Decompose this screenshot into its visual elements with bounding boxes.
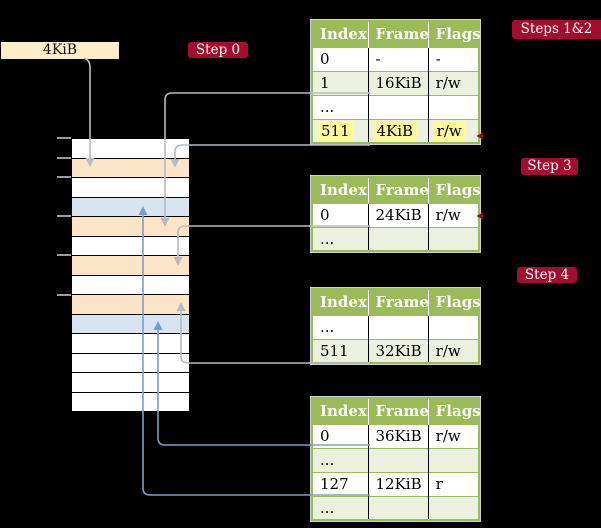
page-table-2: Index Frame Flags 0 24KiB r/w ...	[311, 176, 481, 252]
memory-tick	[57, 137, 71, 139]
memory-column	[71, 138, 190, 412]
badge-step-4: Step 4	[517, 267, 577, 283]
table-row: ...	[312, 447, 479, 472]
col-header-frame: Frame	[368, 21, 429, 47]
col-header-frame: Frame	[368, 289, 429, 315]
memory-tick	[57, 254, 71, 257]
memory-frame-row	[72, 235, 189, 255]
memory-frame-row	[72, 313, 189, 333]
table-row: 0 - -	[312, 46, 479, 71]
memory-frame-row	[72, 274, 189, 294]
col-header-index: Index	[312, 398, 369, 424]
connector-t1-row511-to-frame-4kib	[174, 144, 370, 159]
table-row-highlighted: 511 4KiB r/w	[312, 118, 479, 143]
table-row: ...	[312, 226, 479, 251]
memory-tick	[57, 215, 71, 218]
col-header-frame: Frame	[368, 398, 429, 424]
col-header-frame: Frame	[368, 177, 429, 203]
page-table-1: Index Frame Flags 0 - - 1 16KiB r/w ... …	[311, 20, 481, 144]
table-row: 1 16KiB r/w	[312, 70, 479, 95]
table-row: 511 32KiB r/w	[312, 338, 479, 363]
table-header-row: Index Frame Flags	[312, 177, 481, 203]
memory-frame-row	[72, 216, 189, 236]
memory-frame-row	[72, 333, 189, 353]
memory-tick	[57, 156, 71, 159]
memory-tick	[57, 293, 71, 296]
table-row: 0 24KiB r/w	[312, 202, 479, 227]
badge-step-3: Step 3	[521, 158, 578, 175]
highlighted-value: r/w	[432, 120, 466, 141]
memory-tick	[57, 176, 71, 179]
table-row: ...	[312, 94, 479, 119]
col-header-index: Index	[312, 289, 369, 315]
table-row: ...	[312, 314, 479, 339]
memory-frame-row	[72, 196, 189, 216]
badge-steps-1-2: Steps 1&2	[512, 20, 601, 39]
page-table-4: Index Frame Flags 0 36KiB r/w ... 127 12…	[311, 397, 481, 521]
highlighted-value: 4KiB	[372, 120, 418, 141]
memory-frame-row	[72, 255, 189, 275]
memory-frame-row	[72, 139, 189, 158]
memory-frame-row	[72, 177, 189, 197]
memory-frame-row	[72, 352, 189, 372]
col-header-flags: Flags	[428, 289, 481, 315]
table-row: 127 12KiB r	[312, 471, 479, 496]
memory-frame-row	[72, 391, 189, 411]
memory-frame-row	[72, 294, 189, 314]
col-header-flags: Flags	[428, 21, 481, 47]
page-table-3: Index Frame Flags ... 511 32KiB r/w	[311, 288, 481, 364]
col-header-index: Index	[312, 177, 369, 203]
col-header-flags: Flags	[428, 177, 481, 203]
col-header-flags: Flags	[428, 398, 481, 424]
col-header-index: Index	[312, 21, 369, 47]
table-row: ...	[312, 495, 479, 520]
table-header-row: Index Frame Flags	[312, 289, 481, 315]
frame-size-label: 4KiB	[1, 42, 119, 59]
table-row: 0 36KiB r/w	[312, 423, 479, 448]
table-header-row: Index Frame Flags	[312, 21, 481, 47]
memory-frame-row	[72, 157, 189, 177]
badge-step-0: Step 0	[188, 42, 248, 58]
table-header-row: Index Frame Flags	[312, 398, 481, 424]
memory-frame-row	[72, 372, 189, 392]
highlighted-value: 511	[317, 120, 354, 141]
